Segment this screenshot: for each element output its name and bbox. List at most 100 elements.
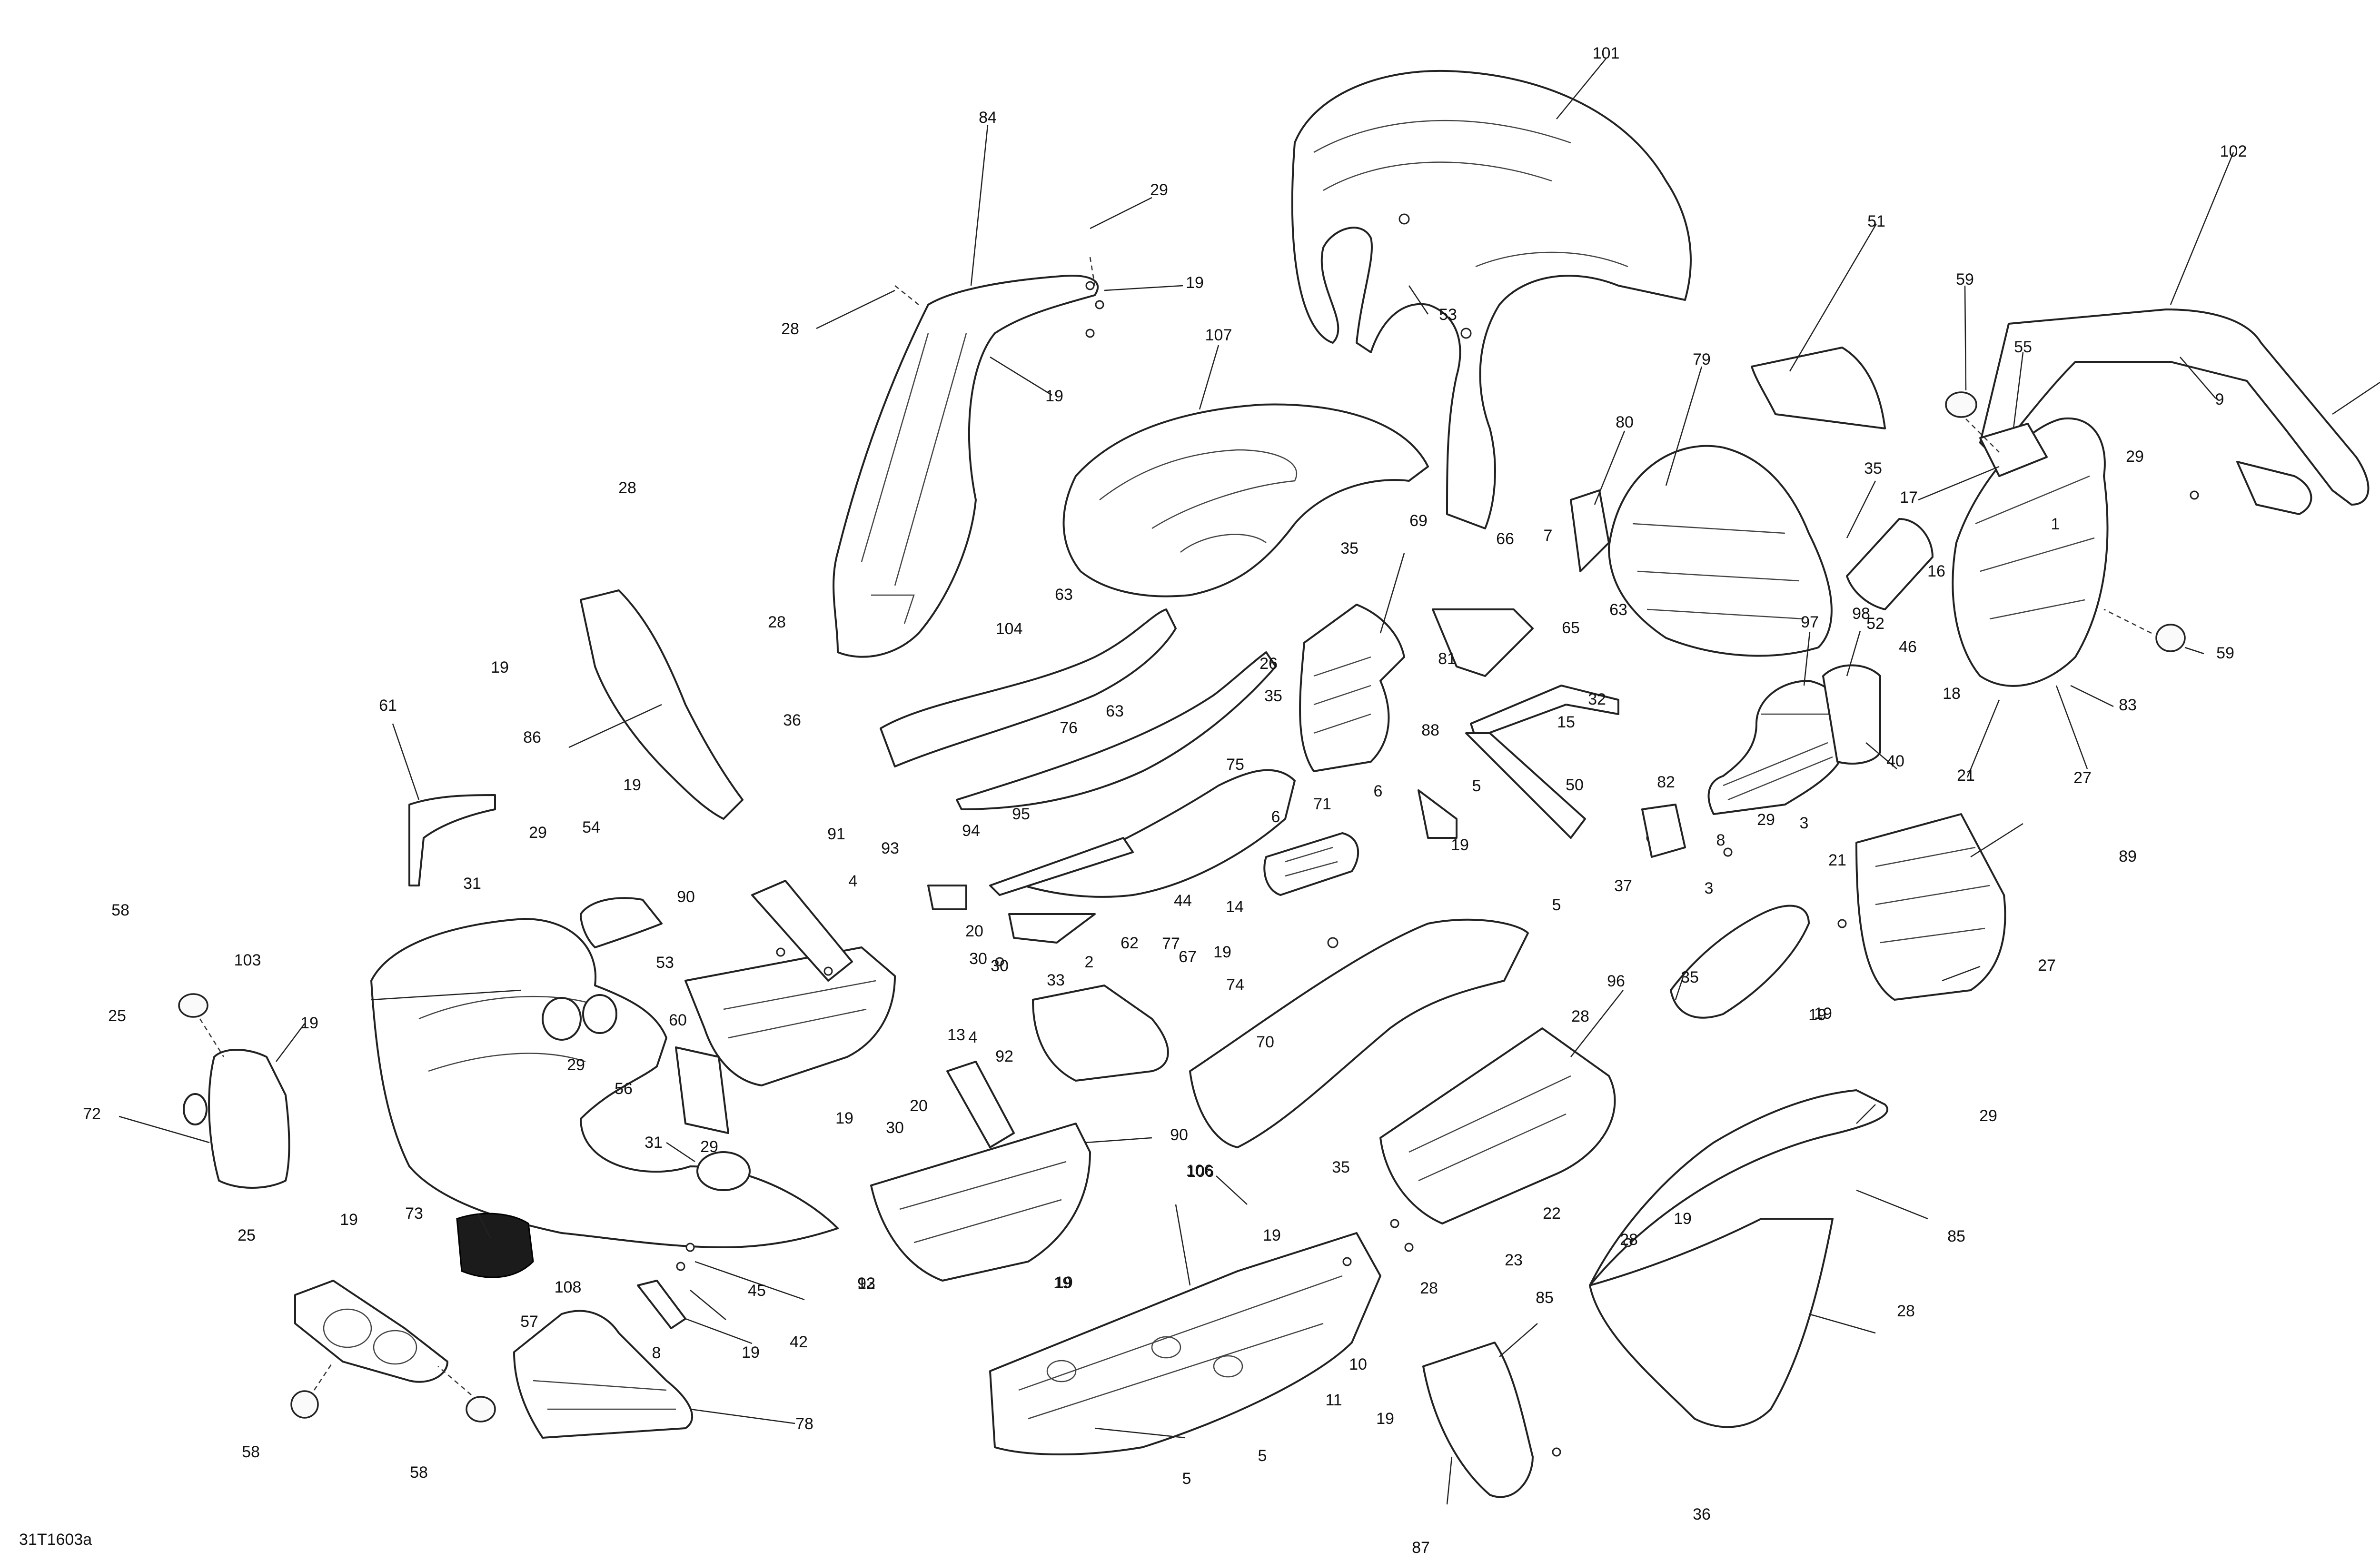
callout-label: 66	[1496, 530, 1514, 548]
part-104-center-panel	[1189, 918, 1529, 1148]
callout-label: 58	[410, 1463, 428, 1482]
part-96-skid-plate	[1379, 1027, 1616, 1224]
callout-label: 19	[835, 1109, 853, 1127]
callout-label: 87	[1412, 1539, 1430, 1557]
callout-label: 11	[1325, 1391, 1342, 1409]
part-58-cap	[466, 1396, 496, 1423]
part-90-footrest-upper	[684, 946, 896, 1086]
part-84-side-panel	[833, 275, 1099, 658]
callout-label: 62	[1121, 934, 1139, 952]
part-57-pad	[456, 1213, 534, 1278]
callout-label: 7	[1544, 527, 1553, 545]
part-54-windscreen	[580, 897, 663, 948]
part-72-headlight-housing	[183, 1049, 290, 1189]
part-71-plate	[1263, 832, 1359, 896]
callout-label: 19	[1053, 1274, 1071, 1292]
callout-label: 97	[1801, 613, 1819, 631]
callout-label: 20	[965, 922, 983, 940]
callout-label: 28	[768, 613, 786, 631]
callout-label: 102	[2220, 142, 2247, 160]
callout-label: 67	[1179, 948, 1197, 966]
callout-label: 73	[405, 1204, 423, 1223]
callout-label: 83	[2119, 696, 2137, 714]
callout-label: 30	[991, 957, 1009, 975]
part-78-lower-cover	[513, 1310, 694, 1439]
part-77-strip	[1008, 913, 1096, 944]
callout-label: 57	[520, 1313, 538, 1331]
part-91-footpeg	[751, 880, 853, 982]
install-lines	[199, 257, 2152, 1395]
callout-label: 86	[523, 728, 541, 746]
callout-label: 36	[1693, 1505, 1711, 1523]
callout-label: 27	[2073, 769, 2092, 787]
callout-label: 70	[1256, 1033, 1274, 1051]
callout-label: 19	[1186, 274, 1204, 292]
callout-label: 13	[857, 1274, 875, 1293]
callout-label: 58	[242, 1443, 260, 1461]
callout-label: 29	[1979, 1107, 1997, 1125]
callout-label: 29	[567, 1056, 585, 1074]
part-108-bracket	[637, 1280, 686, 1329]
callout-label: 80	[1616, 413, 1634, 431]
callout-label: 19	[1055, 1273, 1073, 1292]
callout-label: 77	[1162, 935, 1180, 953]
callout-label: 44	[1174, 892, 1192, 910]
callout-label: 82	[1657, 773, 1675, 791]
part-83-rear-body	[1952, 417, 2109, 687]
callout-label: 107	[1205, 326, 1232, 344]
callout-label: 8	[652, 1344, 661, 1362]
callout-label: 35	[1264, 687, 1282, 705]
callout-label: 35	[1340, 539, 1359, 557]
callout-label: 58	[111, 901, 129, 919]
callout-label: 63	[1106, 702, 1124, 720]
callout-label: 95	[1012, 805, 1030, 823]
callout-label: 3	[1800, 814, 1809, 832]
part-52-cover	[1846, 518, 1934, 610]
callout-label: 84	[979, 109, 997, 127]
callout-label: 98	[1852, 605, 1870, 623]
part-76-trim-strip	[956, 651, 1277, 810]
callout-label: 61	[379, 696, 397, 715]
callout-label: 85	[1536, 1289, 1554, 1307]
callout-label: 45	[748, 1282, 766, 1300]
part-69-side-vent	[1299, 604, 1405, 772]
callout-label: 35	[1864, 459, 1882, 478]
callout-label: 106	[1186, 1162, 1213, 1180]
part-51-panel	[1751, 347, 1886, 429]
callout-label: 28	[618, 479, 636, 497]
callout-label: 40	[1886, 752, 1904, 770]
callout-label: 2	[1085, 953, 1094, 971]
part-87-lower-panel	[1422, 1342, 1534, 1498]
part-85-side-panel	[1589, 1089, 1889, 1428]
callout-label: 28	[781, 320, 799, 338]
callout-label: 5	[1182, 1470, 1191, 1488]
callout-label: 31	[463, 875, 481, 893]
callout-label: 13	[947, 1026, 965, 1044]
callout-label: 30	[886, 1119, 904, 1137]
callout-label: 63	[1055, 586, 1073, 604]
callout-label: 59	[2216, 644, 2234, 662]
callout-label: 36	[783, 711, 801, 729]
callout-label: 79	[1693, 350, 1711, 368]
callout-label: 92	[857, 1274, 875, 1293]
callout-label: 19	[742, 1343, 760, 1362]
callout-label: 5	[1472, 777, 1481, 795]
part-92-footpeg	[946, 1061, 1015, 1148]
callout-label: 25	[108, 1007, 126, 1025]
callout-label: 16	[1927, 562, 1945, 580]
callout-labels: 101 84 29 19 28 19 107 53 51 102 34 59 5…	[83, 44, 2247, 1557]
callout-label: 101	[1593, 44, 1620, 62]
callout-label: 37	[1614, 877, 1632, 895]
callout-label: 21	[1828, 851, 1846, 869]
callout-label: 29	[700, 1138, 718, 1156]
callout-label: 19	[1451, 836, 1469, 854]
part-104-rail-panel	[880, 608, 1177, 767]
callout-label: 17	[1900, 488, 1918, 507]
callout-label: 21	[1957, 766, 1975, 785]
part-2-console	[1032, 985, 1169, 1082]
callout-label: 29	[2126, 448, 2144, 466]
part-60-plate	[675, 1046, 729, 1134]
callout-label: 15	[1557, 713, 1575, 731]
callout-label: 103	[234, 951, 261, 969]
part-93-bracket	[927, 885, 967, 910]
